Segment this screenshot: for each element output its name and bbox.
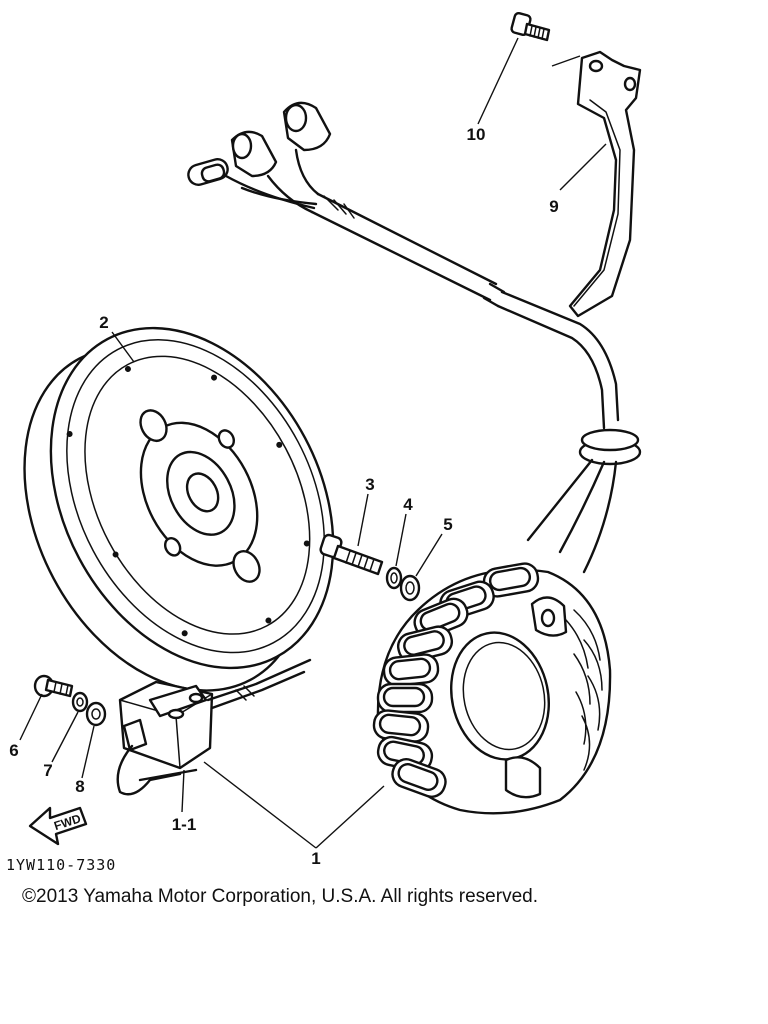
callout-9: 9 [549,197,558,216]
callout-2: 2 [99,313,108,332]
stator-windings [372,562,603,798]
pickup-coil-1-1 [116,658,312,796]
callout-5: 5 [443,515,452,534]
bracket-9 [568,50,642,318]
washer-7 [71,691,89,713]
bolt-3 [319,533,384,576]
leader-lines [19,37,607,849]
stator-assembly-1 [372,562,612,815]
wire-harness [187,101,642,574]
callout-8: 8 [75,777,84,796]
callout-4: 4 [403,495,413,514]
washer-4 [385,566,403,590]
forward-arrow-icon: FWD [28,806,88,846]
callout-7: 7 [43,761,52,780]
flywheel-rotor-2 [23,326,335,692]
screw-6 [33,674,74,698]
washer-8 [85,701,107,727]
callout-1: 1 [311,849,320,868]
callout-10: 10 [467,125,486,144]
copyright-notice: ©2013 Yamaha Motor Corporation, U.S.A. A… [22,886,538,907]
figure-code: 1YW110-7330 [6,856,116,874]
callout-1-1: 1-1 [172,815,197,834]
washer-5 [399,574,421,602]
callout-6: 6 [9,741,18,760]
callout-3: 3 [365,475,374,494]
bolt-10 [510,11,551,42]
